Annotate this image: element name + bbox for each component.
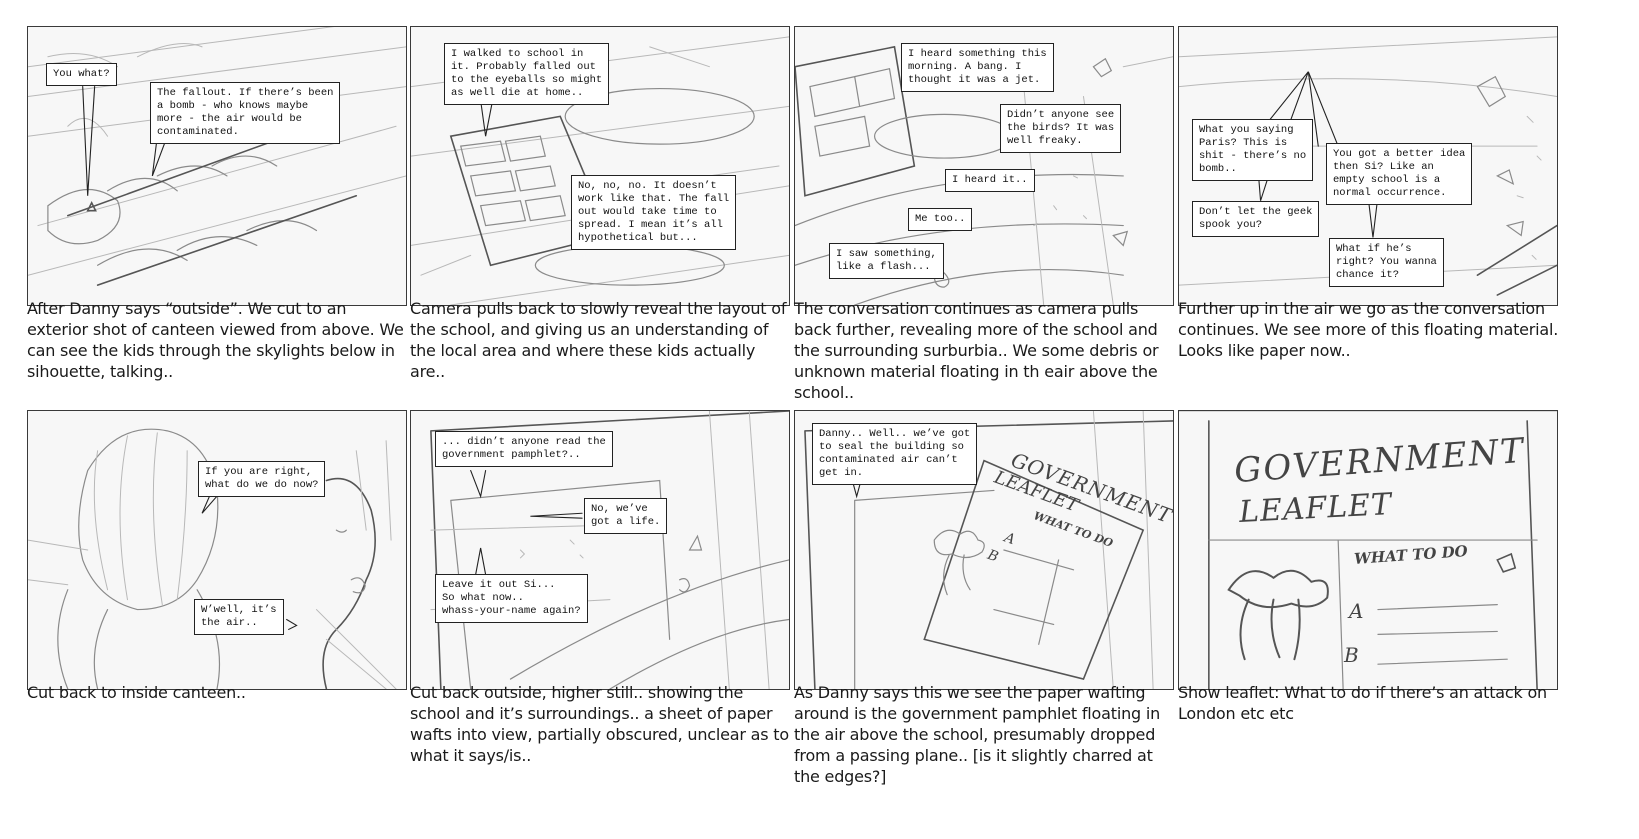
storyboard-panel-5: If you are right, what do we do now? W’w… [27, 410, 407, 690]
speech-bubble: Danny.. Well.. we’ve got to seal the bui… [812, 423, 978, 485]
panel-8-sketch [1179, 411, 1557, 689]
panel-4-sketch [1179, 36, 1557, 296]
speech-bubble: You what? [46, 63, 117, 86]
leaflet-item: B [1344, 643, 1359, 667]
storyboard-panel-4: What you saying Paris? This is shit - th… [1178, 26, 1558, 306]
speech-bubble: Didn’t anyone see the birds? It was well… [1000, 104, 1122, 153]
speech-bubble: What you saying Paris? This is shit - th… [1192, 119, 1314, 181]
speech-bubble: I heard something this morning. A bang. … [901, 43, 1054, 92]
panel-1-caption: After Danny says “outside”. We cut to an… [27, 299, 404, 381]
panel-3-sketch [795, 45, 1173, 305]
panel-5-caption: Cut back to inside canteen.. [27, 683, 246, 702]
panel-7-caption: As Danny says this we see the paper waft… [794, 683, 1161, 786]
panel-4-caption: Further up in the air we go as the conve… [1178, 299, 1559, 360]
panel-2-caption: Camera pulls back to slowly reveal the l… [410, 299, 787, 381]
storyboard-panel-3: I heard something this morning. A bang. … [794, 26, 1174, 306]
speech-bubble: I heard it.. [945, 169, 1035, 192]
leaflet-text: GOVERNMENT LEAFLET WHAT TO DO A B [1179, 411, 1557, 689]
speech-bubble: No, we’ve got a life. [584, 498, 668, 534]
speech-bubble: W’well, it’s the air.. [194, 599, 284, 635]
speech-bubble: What if he’s right? You wanna chance it? [1329, 238, 1444, 287]
storyboard-panel-1: You what? The fallout. If there’s been a… [27, 26, 407, 306]
speech-bubble: Don’t let the geek spook you? [1192, 201, 1320, 237]
panel-7-sketch [804, 411, 1173, 689]
panel-1-sketch [28, 27, 406, 286]
storyboard-panel-7: GOVERNMENT LEAFLET WHAT TO DO A B Danny.… [794, 410, 1174, 690]
speech-bubble: No, no, no. It doesn’t work like that. T… [571, 175, 737, 250]
speech-bubble: You got a better idea then Si? Like an e… [1326, 143, 1473, 205]
speech-bubble: Leave it out Si... So what now.. whass-y… [435, 574, 588, 623]
speech-bubble: I walked to school in it. Probably falle… [444, 43, 610, 105]
speech-bubble: If you are right, what do we do now? [198, 461, 326, 497]
storyboard-panel-6: ... didn’t anyone read the government pa… [410, 410, 790, 690]
storyboard-panel-2: I walked to school in it. Probably falle… [410, 26, 790, 306]
speech-bubble: Me too.. [908, 208, 973, 231]
leaflet-heading: WHAT TO DO [1353, 542, 1469, 568]
leaflet-item: A [1349, 599, 1364, 623]
storyboard-panel-8: GOVERNMENT LEAFLET WHAT TO DO A B [1178, 410, 1558, 690]
speech-bubble: The fallout. If there’s been a bomb - wh… [150, 82, 341, 144]
panel-6-sketch [430, 411, 789, 689]
leaflet-subtitle: LEAFLET [1238, 487, 1393, 530]
panel-6-caption: Cut back outside, higher still.. showing… [410, 683, 789, 765]
speech-bubble: I saw something, like a flash... [829, 243, 944, 279]
panel-3-caption: The conversation continues as camera pul… [794, 299, 1159, 402]
panel-8-caption: Show leaflet: What to do if there’s an a… [1178, 683, 1547, 723]
leaflet-title: GOVERNMENT [1232, 430, 1527, 492]
panel-5-sketch [28, 428, 397, 689]
speech-bubble: ... didn’t anyone read the government pa… [435, 431, 613, 467]
